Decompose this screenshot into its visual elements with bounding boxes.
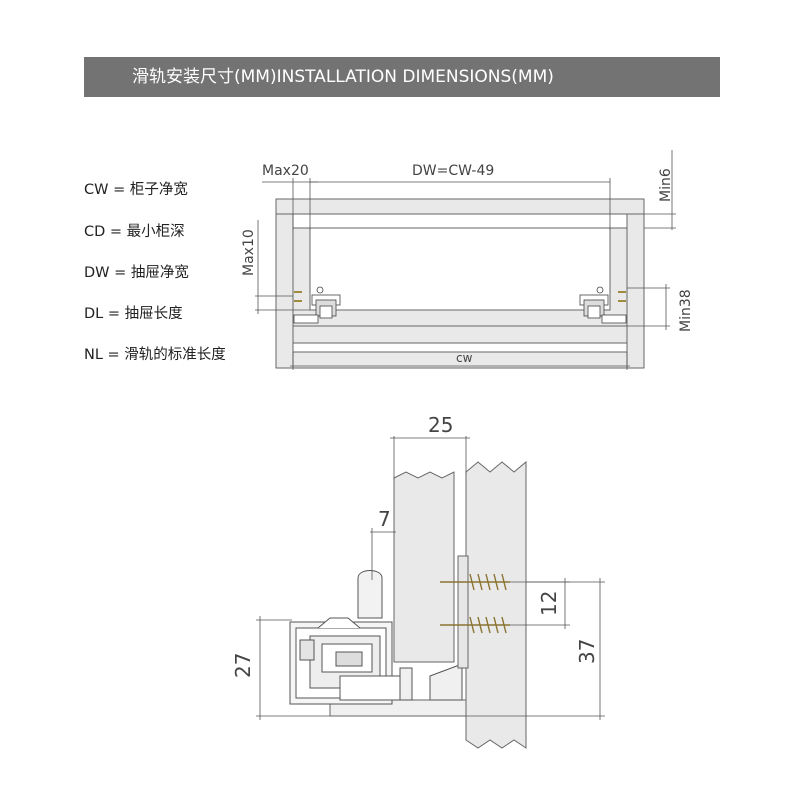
- legend-item-cw: CW = 柜子净宽: [84, 182, 188, 198]
- left-slide-hardware: [293, 286, 341, 324]
- legend-item-dw: DW = 抽屉净宽: [84, 265, 189, 281]
- dim-cw: [290, 352, 630, 370]
- screw-lower: [440, 616, 510, 634]
- cabinet-left-side: [275, 213, 294, 369]
- dim-dw: [310, 178, 611, 230]
- runner-profile: [289, 617, 463, 705]
- right-slide-hardware: [579, 286, 627, 324]
- label-min6: Min6: [658, 168, 674, 202]
- dim-37: [466, 578, 605, 720]
- label-dw: DW=CW-49: [412, 163, 494, 179]
- drawer-panel: [393, 471, 455, 663]
- locking-lever: [357, 570, 383, 619]
- mounting-bracket: [457, 555, 469, 669]
- dim-27: [256, 616, 330, 720]
- label-max20: Max20: [262, 163, 309, 179]
- cabinet-top-view: Max20 DW=CW-49 Min6 Max10 Min38: [241, 150, 694, 370]
- drawer-bottom: [292, 325, 628, 344]
- banner-title: 滑轨安装尺寸(MM)INSTALLATION DIMENSIONS(MM): [132, 67, 554, 87]
- label-max10: Max10: [241, 229, 257, 276]
- legend-item-nl: NL = 滑轨的标准长度: [84, 347, 226, 363]
- screw-upper: [440, 573, 510, 591]
- label-7: 7: [378, 507, 391, 531]
- slide-detail-view: 25 7 12 37 27: [231, 413, 605, 749]
- cabinet-right-side: [626, 213, 645, 369]
- label-25: 25: [428, 413, 453, 437]
- label-min38: Min38: [678, 289, 694, 332]
- label-12: 12: [537, 591, 561, 616]
- dim-7: [370, 528, 396, 580]
- title-banner: 滑轨安装尺寸(MM)INSTALLATION DIMENSIONS(MM): [84, 57, 720, 97]
- cabinet-panel: [465, 460, 527, 749]
- dim-max10: [255, 220, 310, 314]
- dim-25: [390, 436, 470, 480]
- label-27: 27: [231, 653, 255, 678]
- legend-item-cd: CD = 最小柜深: [84, 224, 185, 240]
- label-37: 37: [575, 639, 599, 664]
- drawer-inner: [309, 227, 611, 311]
- dim-min38: [627, 284, 670, 330]
- dim-max20: [262, 178, 318, 230]
- legend-item-dl: DL = 抽屉长度: [84, 306, 183, 322]
- dim-min6: [644, 150, 676, 230]
- label-cw: cw: [456, 351, 473, 365]
